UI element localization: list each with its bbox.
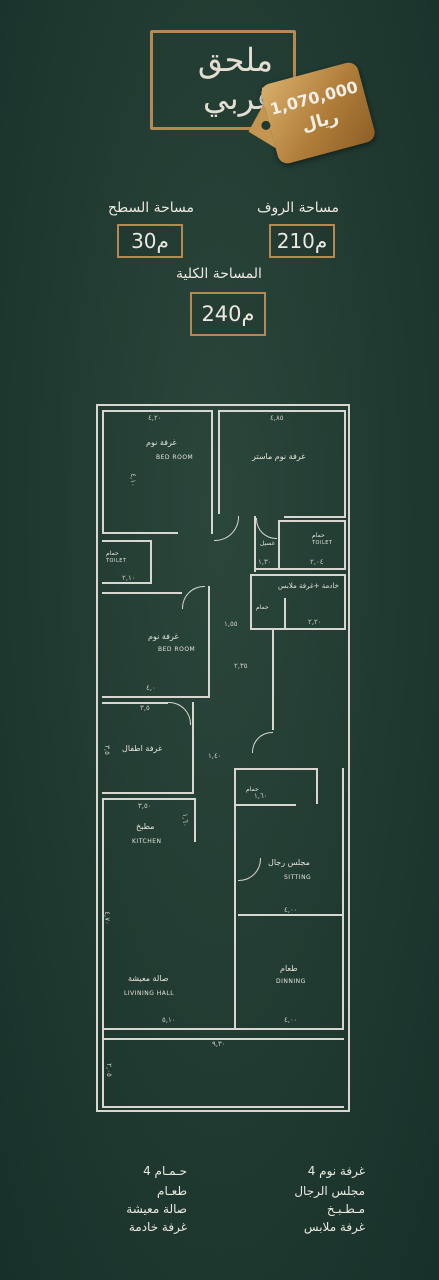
dim-label: ١,٦٠ <box>254 792 268 800</box>
dim-label: ٥,١٠ <box>162 1016 176 1024</box>
feature-left-2: طعـام <box>157 1184 187 1198</box>
dim-label: ٤,١٠ <box>128 473 137 487</box>
dim-label: ٤,٧٠ <box>102 911 111 925</box>
bedroom-1-en: BED ROOM <box>156 454 194 461</box>
dim-label: ١,٥٥ <box>224 620 238 628</box>
majlis-en: SITTING <box>284 874 312 881</box>
kitchen-label: مطبخ <box>136 822 155 831</box>
living-hall-label: صالة معيشة <box>128 974 169 983</box>
kids-room-label: غرفة اطفال <box>122 744 163 753</box>
dim-label: ٤,٨٥ <box>270 414 284 422</box>
laundry-label: غسيل <box>260 540 275 547</box>
feature-left-1: 4 حـمـام <box>143 1164 187 1178</box>
toilet-1-en: TOILET <box>106 558 127 564</box>
feature-right-1: 4 غرفة نوم <box>307 1164 365 1178</box>
dining-label: طعام <box>280 964 298 973</box>
dining-en: DINNING <box>276 978 306 985</box>
feature-right-2: مجلس الرجال <box>294 1184 365 1198</box>
dim-label: ٣,٥٠ <box>138 802 152 810</box>
dim-label: ٣,٥ <box>102 745 111 755</box>
roof-area-label: مساحة الروف <box>257 200 340 216</box>
dim-label: ٤,٠ <box>146 684 156 692</box>
dim-label: ٩,٣٠ <box>212 1040 226 1048</box>
dim-label: ١,٣٠ <box>258 558 272 566</box>
toilet-4-label: حمام <box>246 786 259 793</box>
feature-right-4: غرفة ملابس <box>303 1220 365 1234</box>
dim-label: ٢,٠٥ <box>104 1063 113 1077</box>
bedroom-1-label: غرفة نوم <box>146 438 177 447</box>
dim-label: ٤,٢٠ <box>148 414 162 422</box>
floor-plan: غرفة نوم BED ROOM غرفة نوم ماستر حمام TO… <box>96 404 350 1112</box>
feature-right-3: مـطـبـخ <box>326 1202 365 1216</box>
surface-area-label: مساحة السطح <box>108 200 195 216</box>
bedroom-2-label: غرفة نوم <box>148 632 179 641</box>
toilet-2-en: TOILET <box>312 540 333 546</box>
dim-label: ٤,٠٠ <box>284 1016 298 1024</box>
dim-label: ٣,٥ <box>140 704 150 712</box>
roof-area-value: 210م <box>269 224 335 258</box>
feature-left-3: صالة معيشة <box>126 1202 187 1216</box>
feature-left-4: غرفة خادمة <box>128 1220 187 1234</box>
toilet-2-label: حمام <box>312 532 325 539</box>
maid-room-label: خادمة +غرفة ملابس <box>278 582 339 590</box>
living-hall-en: LIVINING HALL <box>124 990 175 997</box>
kitchen-en: KITCHEN <box>132 838 162 845</box>
majlis-label: مجلس رجال <box>268 858 310 867</box>
title-line-1: ملحق <box>197 41 273 79</box>
master-bedroom-label: غرفة نوم ماستر <box>252 452 306 461</box>
bedroom-2-en: BED ROOM <box>158 646 196 653</box>
dim-label: ١,٦٠ <box>180 813 189 827</box>
toilet-3-label: حمام <box>256 604 269 611</box>
surface-area-value: 30م <box>117 224 183 258</box>
dim-label: ٤,٠٠ <box>284 906 298 914</box>
title-frame: ملحق غربي <box>150 30 296 130</box>
toilet-1-label: حمام <box>106 550 119 557</box>
dim-label: ٢,٠٤ <box>310 558 324 566</box>
total-area-value: 240م <box>190 292 266 336</box>
total-area-label: المساحة الكلية <box>176 266 262 282</box>
dim-label: ١,٤٠ <box>208 752 222 760</box>
dim-label: ٢,٢٠ <box>308 618 322 626</box>
dim-label: ٢,١٠ <box>122 574 136 582</box>
dim-label: ٢,٣٥ <box>234 662 248 670</box>
